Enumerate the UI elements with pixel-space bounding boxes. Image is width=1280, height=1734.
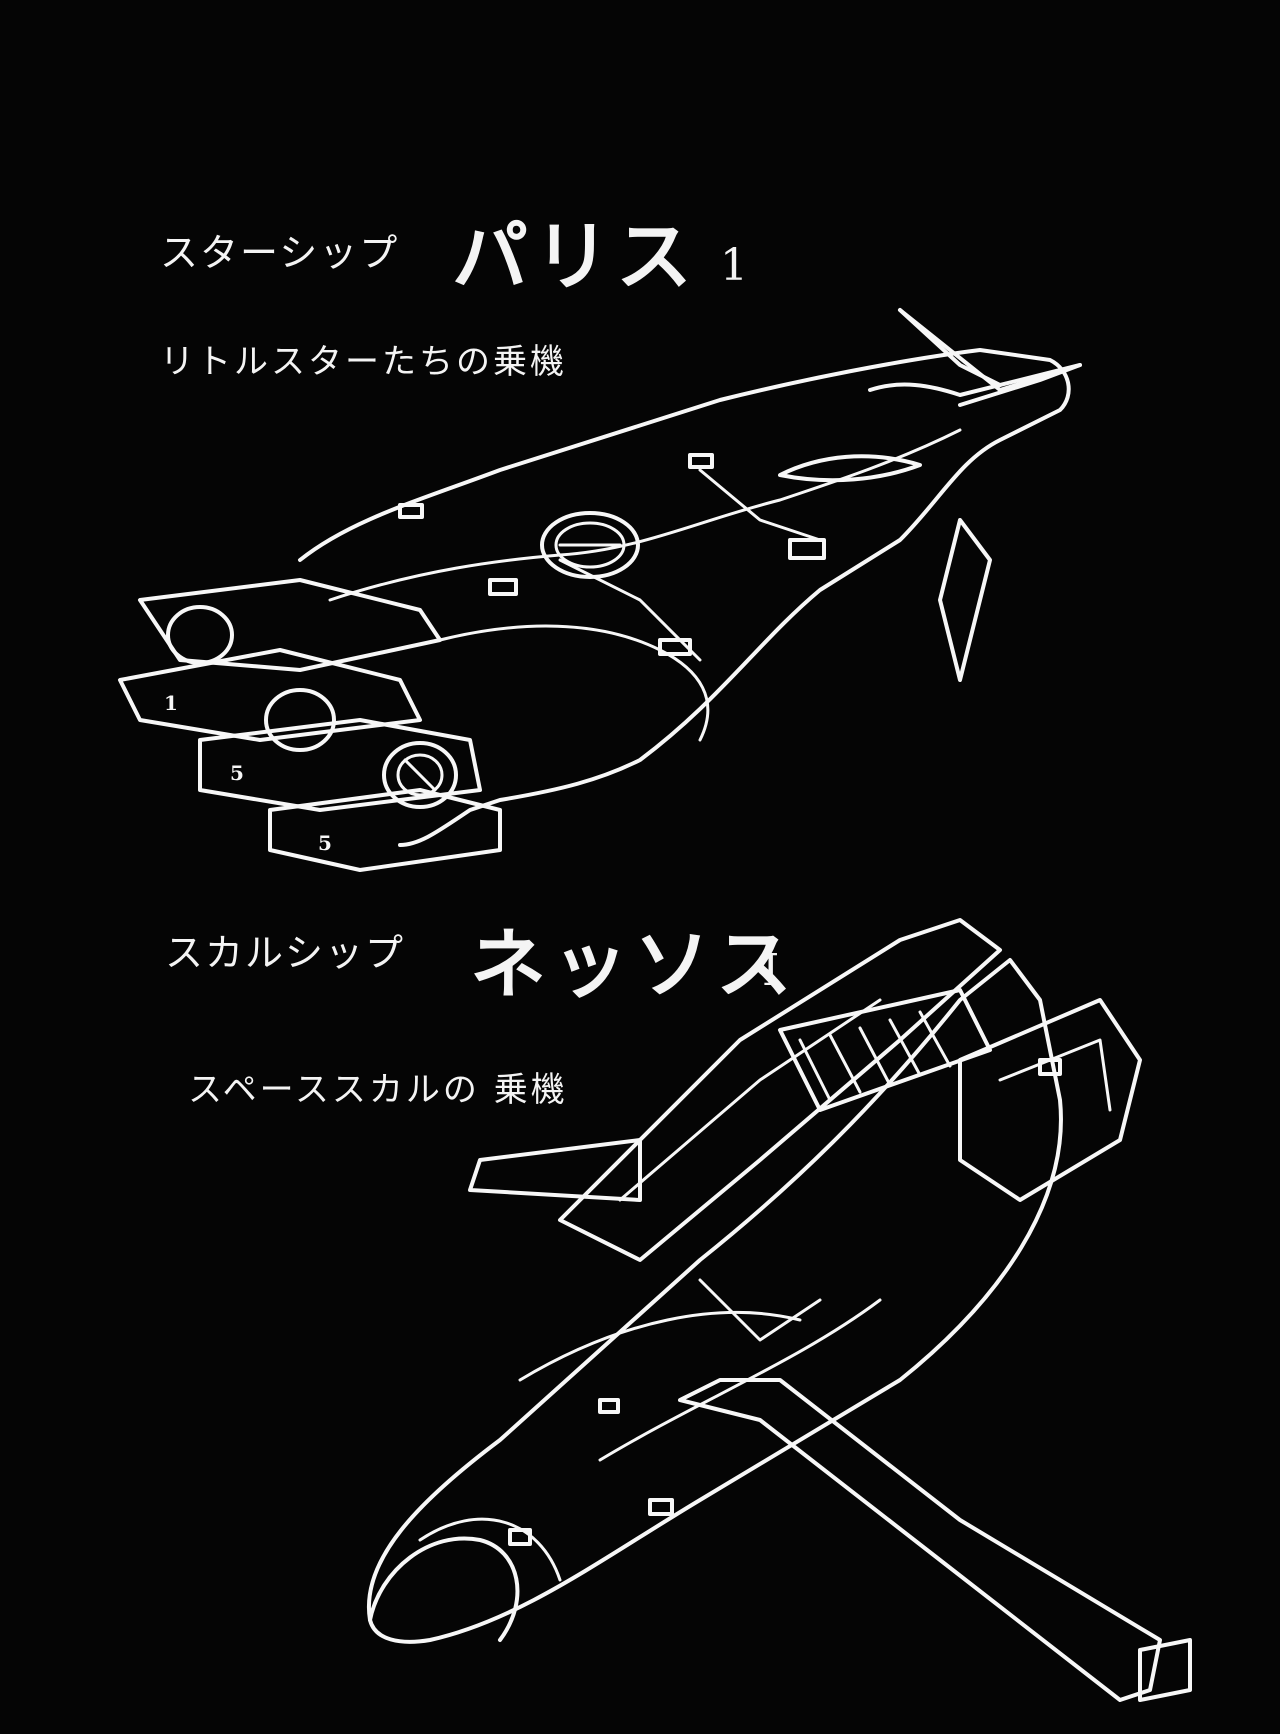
skullship-cockpit — [368, 1536, 520, 1642]
starship-upper-contour — [328, 428, 962, 602]
starship-nozzle — [382, 741, 458, 809]
skullship-rib — [918, 1010, 952, 1068]
skullship-rib — [798, 1038, 832, 1102]
starship-nozzle-inner — [396, 753, 444, 797]
skullship-left-wing — [468, 1138, 642, 1202]
ship1-description: リトルスターたちの乗機 — [160, 342, 567, 382]
skullship-panel-line-3 — [698, 1278, 822, 1342]
skullship-dorsal — [558, 918, 1002, 1262]
ship2-type-label: スカルシップ — [165, 931, 406, 975]
starship-nozzle-bar — [403, 758, 437, 792]
starship-engine-block-3 — [198, 718, 482, 812]
ship2-description: スペーススカルの 乗機 — [188, 1070, 568, 1110]
starship-top-fin — [898, 308, 1002, 387]
skullship-rib — [888, 1018, 922, 1077]
starship-hull-outline — [298, 348, 1071, 847]
skullship-window — [598, 1398, 620, 1414]
starship-window — [788, 538, 826, 560]
starship-nose — [868, 363, 1082, 407]
starship-marking-2: 5 — [230, 761, 244, 785]
skullship-wing-window — [1038, 1058, 1062, 1076]
starship-lower-fin — [938, 518, 992, 682]
starship-nose-spike — [898, 308, 1082, 392]
starship-marking-1: 1 — [164, 691, 178, 715]
starship-marking-3: 5 — [318, 831, 332, 855]
starship-hatch-inner — [554, 521, 626, 569]
skullship-panel-line-2 — [598, 1298, 882, 1462]
starship-window — [688, 453, 714, 469]
skullship-right-wing-panel — [998, 1038, 1112, 1112]
starship-panel-line-2 — [698, 468, 822, 542]
starship-window — [398, 503, 424, 519]
skullship-ribbed-section — [778, 988, 992, 1112]
skullship-lower-strut — [678, 1378, 1162, 1702]
skullship-rib — [858, 1026, 892, 1087]
starship-nozzle — [264, 688, 336, 752]
starship-engine-block-4 — [268, 788, 502, 872]
starship-side-pod — [778, 454, 922, 483]
ship1-number: 1 — [720, 240, 750, 291]
ship2-number: I — [762, 945, 782, 996]
skullship-window — [508, 1528, 532, 1546]
skullship-fuselage — [366, 958, 1063, 1644]
starship-hatch — [540, 511, 640, 579]
ship2-name: ネッソス — [470, 920, 798, 1009]
starship-window — [488, 578, 518, 596]
skullship-dorsal-detail — [618, 998, 882, 1202]
starship-nozzle — [166, 605, 234, 665]
ship1-name: パリス — [452, 212, 698, 301]
skullship-panel-line — [518, 1311, 802, 1382]
skullship-nose-ring — [418, 1517, 562, 1582]
ship1-type-label: スターシップ — [160, 231, 400, 275]
starship-engine-block-2 — [118, 648, 422, 742]
skullship-right-wing — [958, 998, 1142, 1202]
skullship-window — [648, 1498, 674, 1516]
skullship-foot — [1138, 1638, 1192, 1702]
skullship-rib — [828, 1033, 862, 1094]
starship-engine-block — [138, 578, 442, 672]
starship-window — [658, 638, 692, 656]
starship-mid-line — [438, 624, 710, 742]
